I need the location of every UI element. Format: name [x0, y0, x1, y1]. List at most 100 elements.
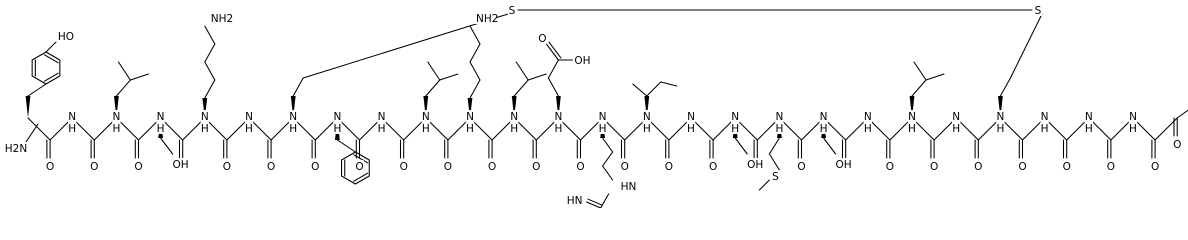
atom-label-background	[244, 122, 254, 134]
ring-bond	[43, 72, 59, 82]
guanidine-imine: HN	[567, 195, 583, 207]
carbonyl-oxygen: O	[930, 161, 938, 173]
atom-label-background	[377, 122, 386, 134]
atom-label-background	[885, 160, 895, 172]
amide-nitrogen: N	[820, 111, 828, 123]
amide-hydrogen: H	[996, 123, 1004, 135]
backbone-bond	[23, 123, 39, 146]
serine-hydroxyl: OH	[836, 159, 852, 171]
atom-label-background	[575, 54, 590, 66]
carbonyl-oxygen: O	[886, 161, 894, 173]
stereo-wedge-bond	[423, 96, 429, 118]
serine-hydroxyl: OH	[747, 159, 763, 171]
atom-label-background	[554, 122, 563, 134]
carboxyl-hydroxyl: OH	[574, 55, 590, 67]
side-chain-bond	[547, 59, 559, 79]
serine-hydroxyl: OH	[173, 159, 189, 171]
carbonyl-oxygen: O	[223, 161, 231, 173]
amide-nitrogen: N	[201, 111, 209, 123]
side-chain-bond	[513, 79, 529, 97]
amide-hydrogen: H	[554, 123, 562, 135]
carbonyl-oxygen: O	[576, 161, 584, 173]
backbone-bond	[1176, 109, 1188, 119]
atom-label-background	[68, 110, 77, 122]
amide-nitrogen: N	[775, 111, 783, 123]
side-chain-bond	[999, 77, 1011, 97]
thioether-sulfur: S	[772, 171, 779, 183]
side-chain-bond	[913, 61, 927, 81]
side-chain-bond	[292, 77, 304, 97]
atom-label-background	[1084, 110, 1093, 122]
carbonyl-oxygen: O	[46, 161, 54, 173]
amide-hydrogen: H	[908, 123, 916, 135]
atom-label-background	[134, 160, 143, 172]
carbonyl-bond	[545, 43, 559, 61]
amide-hydrogen: H	[687, 123, 695, 135]
atom-label-background	[1128, 122, 1138, 134]
amide-nitrogen: N	[466, 111, 474, 123]
carbonyl-oxygen: O	[311, 161, 319, 173]
carbonyl-oxygen: O	[797, 161, 805, 173]
amide-nitrogen: N	[1085, 111, 1093, 123]
side-chain-bond	[734, 137, 748, 155]
disulfide-bond	[302, 13, 509, 79]
amide-hydrogen: H	[157, 123, 165, 135]
carbonyl-oxygen: O	[665, 161, 673, 173]
ring-bond	[354, 151, 370, 161]
side-chain-bond	[646, 81, 662, 97]
phenol-hydroxyl: HO	[58, 31, 74, 43]
atom-label-background	[333, 110, 342, 122]
carbonyl-oxygen: O	[267, 161, 275, 173]
lysine-amine: NH2	[476, 13, 498, 25]
n-terminal-amine: H2N	[5, 143, 27, 155]
atom-label-background	[1150, 160, 1160, 172]
side-chain-bond	[823, 137, 837, 155]
side-chain-bond	[425, 79, 441, 97]
atom-label-background	[567, 194, 582, 206]
side-chain-bond	[758, 179, 770, 191]
atom-label-background	[333, 122, 342, 134]
carbonyl-oxygen: O	[621, 161, 629, 173]
atom-label-background	[112, 122, 121, 134]
amide-nitrogen: N	[731, 111, 739, 123]
amide-hydrogen: H	[1041, 123, 1049, 135]
side-chain-bond	[469, 61, 481, 81]
atom-label-background	[377, 110, 386, 122]
atom-label-background	[421, 110, 430, 122]
amide-hydrogen: H	[820, 123, 828, 135]
amide-nitrogen: N	[687, 111, 695, 123]
atom-label-background	[642, 122, 651, 134]
side-chain-bond	[547, 77, 559, 97]
atom-label-background	[598, 110, 607, 122]
amide-hydrogen: H	[775, 123, 783, 135]
side-chain-bond	[117, 61, 131, 81]
side-chain-bond	[439, 73, 459, 81]
atom-label-background	[90, 160, 99, 172]
amide-hydrogen: H	[333, 123, 341, 135]
ring-bond	[341, 175, 356, 185]
side-chain-bond	[115, 79, 131, 97]
amide-hydrogen: H	[1085, 123, 1093, 135]
amide-nitrogen: N	[245, 111, 253, 123]
side-chain-bond	[911, 79, 927, 97]
stereo-wedge-bond	[511, 96, 517, 118]
disulfide-bond	[1009, 13, 1043, 79]
atom-label-background	[399, 160, 408, 172]
amide-nitrogen: N	[864, 111, 872, 123]
carbonyl-oxygen: O	[974, 161, 982, 173]
stereo-wedge-bond	[909, 96, 915, 118]
amide-hydrogen: H	[378, 123, 386, 135]
guanidine-double-bond	[586, 201, 602, 208]
amide-hydrogen: H	[245, 123, 253, 135]
disulfide-sulfur-right: S	[1035, 5, 1042, 17]
atom-label-background	[45, 160, 55, 172]
atom-label-background	[996, 122, 1005, 134]
ring-bond	[353, 154, 369, 164]
side-chain-bond	[768, 137, 780, 155]
atom-label-background	[1173, 138, 1182, 150]
stereo-wedge-bond	[998, 96, 1003, 118]
atom-label-layer: H2NONHONHONHONHONHONHONHONHONHONHONHONHO…	[5, 4, 1182, 207]
side-chain-bond	[204, 61, 216, 81]
atom-label-background	[112, 110, 121, 122]
carbonyl-oxygen: O	[1018, 161, 1026, 173]
